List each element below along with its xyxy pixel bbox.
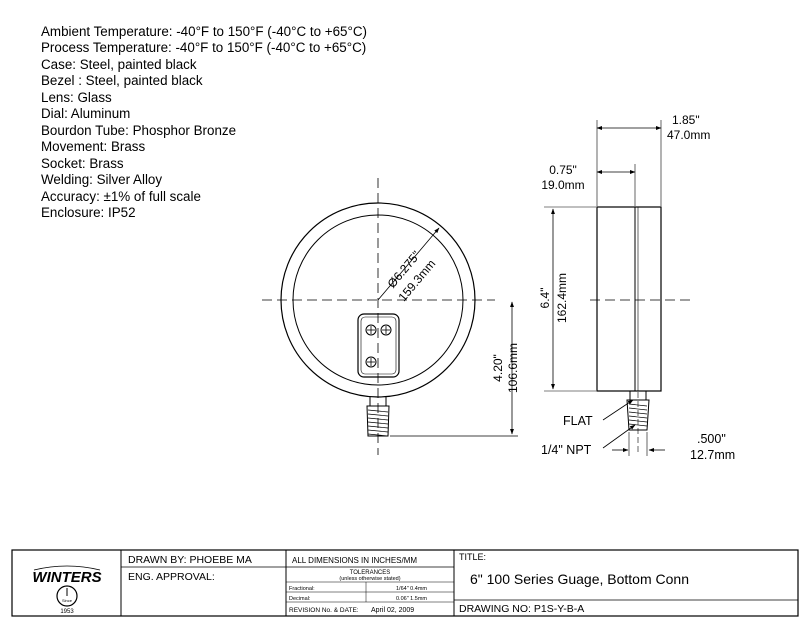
npt-leader <box>602 424 636 449</box>
drawing-title: 6" 100 Series Guage, Bottom Conn <box>470 571 689 587</box>
stem-label-mm: 12.7mm <box>690 448 735 462</box>
total-depth-label-inch: 1.85" <box>672 113 700 127</box>
spec-case: Case: Steel, painted black <box>41 56 197 72</box>
spec-bezel: Bezel : Steel, painted black <box>41 73 203 89</box>
screw-bottom <box>365 356 377 368</box>
stem-label-inch: .500" <box>697 432 726 446</box>
spec-welding: Welding: Silver Alloy <box>41 172 163 188</box>
title-block <box>11 549 799 617</box>
logo-banner <box>33 565 101 571</box>
dial-inner-circle <box>292 214 464 386</box>
center-height-label-inch: 4.20" <box>491 354 505 382</box>
total-depth-label-mm: 47.0mm <box>667 128 710 142</box>
flat-leader <box>602 399 634 421</box>
movement-plate <box>357 313 400 378</box>
bezel-outer-circle <box>280 202 476 398</box>
title-label: TITLE: <box>459 552 486 562</box>
spec-ambient-temperature: Ambient Temperature: -40°F to 150°F (-40… <box>41 24 367 39</box>
spec-movement: Movement: Brass <box>41 139 146 155</box>
fractional-label: Fractional: <box>289 586 315 592</box>
fractional-value: 1/64" 0.4mm <box>396 586 427 592</box>
spec-socket: Socket: Brass <box>41 155 124 171</box>
screw-top-left <box>365 324 377 336</box>
drawing-number: DRAWING NO: P1S-Y-B-A <box>459 603 584 615</box>
spec-process-temperature: Process Temperature: -40°F to 150°F (-40… <box>41 40 367 56</box>
revision-label: REVISION No. & DATE: <box>289 607 359 614</box>
logo-wordmark: WINTERS <box>32 569 101 586</box>
npt-label: 1/4" NPT <box>541 443 592 457</box>
flat-label: FLAT <box>563 414 593 428</box>
spec-accuracy: Accuracy: ±1% of full scale <box>41 188 201 204</box>
company-logo: WINTERS Since 1953 <box>32 565 102 615</box>
tolerances-heading: TOLERANCES <box>350 570 391 576</box>
logo-since: Since <box>62 598 73 603</box>
revision-date: April 02, 2009 <box>371 607 414 614</box>
center-height-label-mm: 106.6mm <box>506 343 520 393</box>
spec-dial: Dial: Aluminum <box>41 106 131 122</box>
units-note: ALL DIMENSIONS IN INCHES/MM <box>292 556 417 565</box>
spec-enclosure: Enclosure: IP52 <box>41 204 136 220</box>
bezel-depth-label-inch: 0.75" <box>549 163 577 177</box>
spec-lens: Lens: Glass <box>41 89 112 105</box>
side-view <box>544 120 690 456</box>
front-view <box>262 178 518 455</box>
overall-height-label-mm: 162.4mm <box>555 273 569 323</box>
tolerances-note: (unless otherwise stated) <box>339 576 400 582</box>
side-body-outline <box>596 206 662 392</box>
overall-height-label-inch: 6.4" <box>538 288 552 309</box>
engineering-approval: ENG. APPROVAL: <box>128 571 215 583</box>
logo-gauge-circle <box>56 585 78 607</box>
bezel-depth-label-mm: 19.0mm <box>541 178 584 192</box>
decimal-label: Decimal: <box>289 596 311 602</box>
screw-top-right <box>380 324 392 336</box>
diameter-leader-line <box>377 227 440 301</box>
specifications-list: Ambient Temperature: -40°F to 150°F (-40… <box>41 24 367 221</box>
drawn-by: DRAWN BY: PHOEBE MA <box>128 554 252 566</box>
bottom-connection-stem <box>366 397 390 437</box>
spec-bourdon-tube: Bourdon Tube: Phosphor Bronze <box>41 122 237 138</box>
title-block-frame <box>11 549 799 617</box>
decimal-value: 0.06" 1.5mm <box>396 596 427 602</box>
movement-plate-inner <box>360 316 397 375</box>
logo-year: 1953 <box>60 609 74 615</box>
